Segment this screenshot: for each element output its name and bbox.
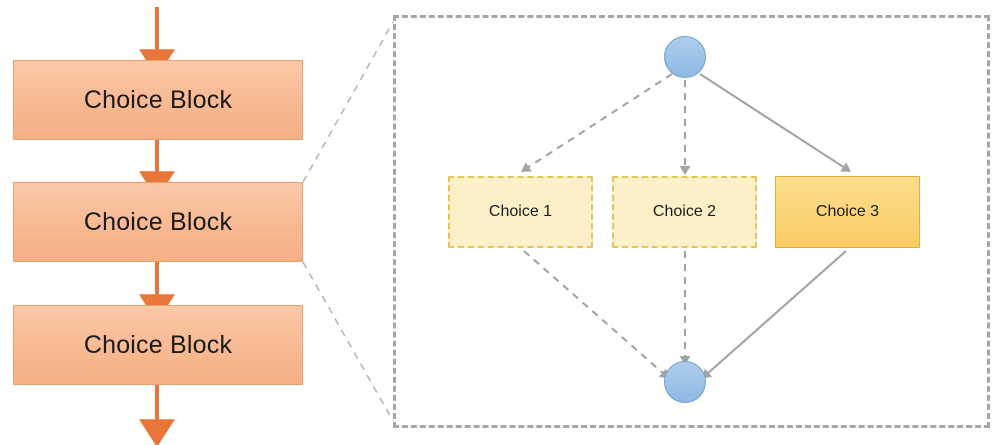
flow-block-label: Choice Block [83, 85, 233, 114]
choice-box-label: Choice 3 [815, 203, 880, 220]
choice-box-label: Choice 2 [652, 203, 717, 220]
detail-panel [393, 15, 990, 428]
choice-box-label: Choice 1 [488, 203, 553, 220]
flow-block-2[interactable]: Choice Block [13, 182, 303, 262]
callout-line-bottom [302, 261, 394, 422]
choice-box-2[interactable]: Choice 2 [612, 176, 757, 248]
choice-box-3[interactable]: Choice 3 [775, 176, 920, 248]
choice-box-1[interactable]: Choice 1 [448, 176, 593, 248]
flow-block-3[interactable]: Choice Block [13, 305, 303, 385]
end-node[interactable] [664, 361, 706, 403]
start-node[interactable] [664, 36, 706, 78]
callout-line-top [302, 21, 394, 183]
flow-block-1[interactable]: Choice Block [13, 60, 303, 140]
flow-block-label: Choice Block [83, 207, 233, 236]
flow-block-label: Choice Block [83, 330, 233, 359]
